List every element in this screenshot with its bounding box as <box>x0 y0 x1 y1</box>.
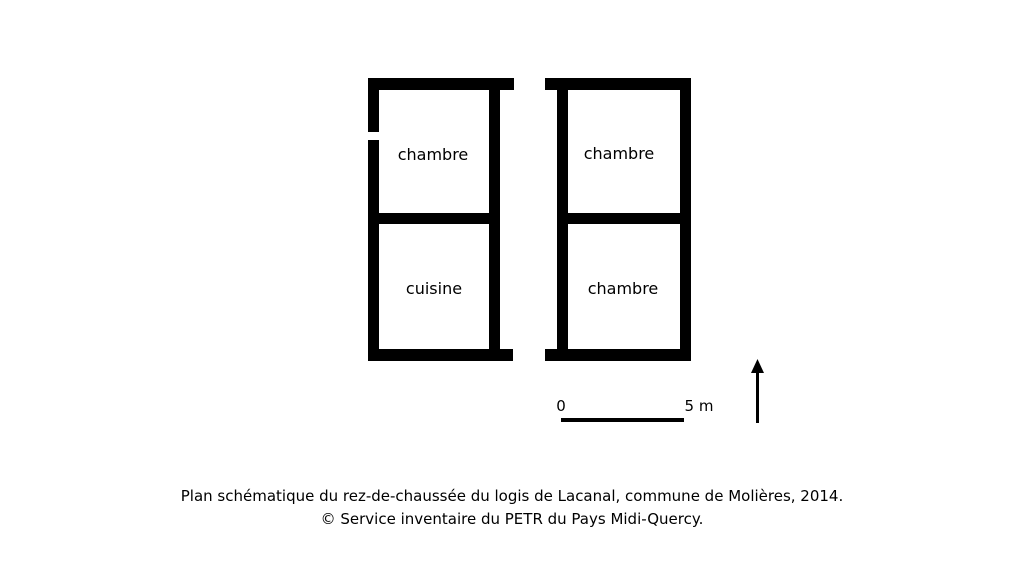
north-arrow-head <box>751 359 764 373</box>
right-building-divider-wall <box>557 213 691 224</box>
caption-title: Plan schématique du rez-de-chaussée du l… <box>180 487 844 505</box>
room-label-right-top: chambre <box>584 144 655 163</box>
caption-copyright: © Service inventaire du PETR du Pays Mid… <box>320 510 704 528</box>
north-arrow-shaft <box>756 370 759 423</box>
right-building: chambre chambre <box>545 78 691 361</box>
north-arrow-icon <box>751 359 764 423</box>
scale-bar-line <box>561 418 684 422</box>
scale-bar-end-label: 5 m <box>685 397 714 415</box>
room-label-left-top: chambre <box>398 145 469 164</box>
left-building-top-wall <box>368 78 514 90</box>
right-building-bottom-wall <box>545 349 691 361</box>
left-building: chambre cuisine <box>368 78 514 361</box>
left-building-left-wall <box>368 78 379 132</box>
left-building-divider-wall <box>368 213 500 224</box>
left-building-bottom-wall <box>368 349 513 361</box>
room-label-right-bottom: chambre <box>588 279 659 298</box>
scale-bar: 0 5 m <box>556 397 713 422</box>
right-building-top-wall <box>545 78 691 90</box>
left-building-left-wall-lower <box>368 140 379 361</box>
room-label-left-bottom: cuisine <box>406 279 462 298</box>
scale-bar-start-label: 0 <box>556 397 566 415</box>
